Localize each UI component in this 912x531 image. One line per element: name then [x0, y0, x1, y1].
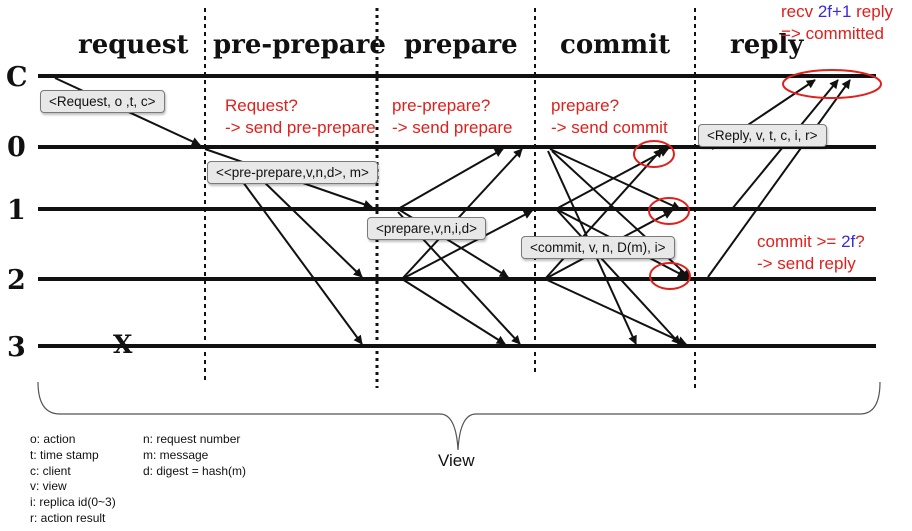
legend-item: n: request number [143, 432, 241, 446]
legend-item: d: digest = hash(m) [143, 463, 247, 478]
annotation-recv-line2: => committed [781, 24, 884, 43]
annotation-prepare: prepare? -> send commit [551, 95, 668, 139]
phase-request: request [78, 30, 189, 60]
annotation-prepare-line2: -> send commit [551, 118, 668, 137]
crash-mark: X [113, 330, 133, 359]
annotation-pre-prepare: pre-prepare? -> send prepare [392, 95, 513, 139]
commit-arrow-1-3 [555, 208, 681, 345]
annotation-request: Request? -> send pre-prepare [225, 95, 376, 139]
reply-highlight [782, 69, 882, 99]
view-brace [37, 381, 881, 451]
phase-reply: reply [730, 30, 804, 60]
annotation-preprepare-line1: pre-prepare? [392, 96, 491, 115]
message-prepare: <prepare,v,n,i,d> [367, 217, 487, 240]
annotation-recv-line1: recv 2f+1 reply [781, 1, 893, 23]
preprepare-arrow-3 [239, 177, 363, 345]
phase-prepare: prepare [404, 30, 518, 60]
annotation-preprepare-line2: -> send prepare [392, 118, 513, 137]
node-label-2: 2 [7, 265, 26, 296]
annotation-prepare-line1: prepare? [551, 96, 620, 115]
message-commit: <commit, v, n, D(m), i> [521, 236, 675, 259]
commit-arrow-1-0 [555, 148, 669, 210]
legend-left: o: action t: time stamp c: client v: vie… [30, 432, 116, 527]
prepare-arrow-2-3 [401, 278, 506, 345]
annotation-commit: commit >= 2f? -> send reply [757, 231, 865, 275]
legend-right: n: request number m: message d: digest =… [143, 432, 246, 479]
annotation-commit-line1: commit >= 2f? [757, 231, 865, 253]
legend-item: t: time stamp [30, 447, 99, 462]
node-label-1: 1 [7, 195, 26, 226]
annotation-commit-line2: -> send reply [757, 254, 856, 273]
message-pre-prepare: <<pre-prepare,v,n,d>, m> [207, 161, 378, 184]
node-label-0: 0 [7, 132, 26, 163]
annotation-commit-text-c: ? [855, 232, 865, 251]
message-request: <Request, o ,t, c> [40, 90, 165, 113]
legend-item: c: client [30, 463, 71, 478]
annotation-request-line1: Request? [225, 96, 298, 115]
legend-item: v: view [30, 479, 67, 494]
commit-highlight-2 [649, 262, 691, 290]
phase-commit: commit [560, 30, 671, 60]
reply-arrow-2 [707, 79, 851, 278]
legend-item: r: action result [30, 510, 106, 525]
prepare-arrow-1-0 [397, 148, 504, 210]
annotation-recv-text-a: recv [781, 2, 818, 21]
highlight-ellipses [633, 69, 882, 290]
preprepare-arrow-2 [259, 177, 363, 278]
node-lines [38, 74, 876, 348]
legend-item: o: action [30, 432, 76, 446]
legend-item: i: replica id(0~3) [30, 495, 116, 510]
prepare-arrow-2-0 [401, 148, 523, 280]
prepare-arrow-2-1 [401, 210, 533, 280]
commit-arrow-2-3 [544, 278, 687, 345]
legend-item: m: message [143, 447, 209, 462]
phase-separators [204, 8, 696, 388]
node-label-c: C [6, 62, 28, 93]
commit-highlight-0 [633, 140, 675, 168]
annotation-commit-quorum: 2f [841, 232, 856, 251]
node-label-3: 3 [7, 332, 26, 363]
message-reply: <Reply, v, t, c, i, r> [698, 124, 827, 147]
annotation-recv-text-c: reply [851, 2, 893, 21]
annotation-request-line2: -> send pre-prepare [225, 118, 376, 137]
annotation-commit-text-a: commit >= [757, 232, 842, 251]
annotation-recv-quorum: 2f+1 [817, 2, 852, 21]
phase-pre-prepare: pre-prepare [213, 30, 386, 60]
commit-highlight-1 [648, 197, 690, 225]
annotation-recv: recv 2f+1 reply => committed [781, 1, 893, 45]
view-label: View [438, 451, 475, 470]
